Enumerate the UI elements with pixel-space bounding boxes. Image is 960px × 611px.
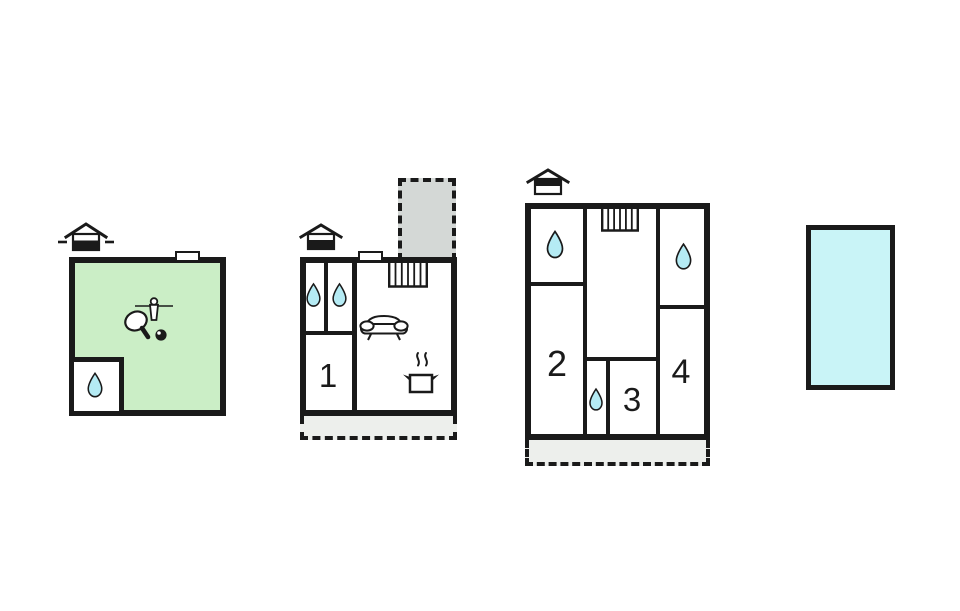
water-drop-icon (332, 282, 347, 307)
cooking-pot-icon (403, 352, 439, 394)
water-drop-icon (589, 387, 603, 411)
annex-bathroom (69, 357, 124, 416)
stairs-icon (601, 209, 639, 232)
wall (324, 263, 328, 334)
water-drop-icon (546, 230, 564, 259)
balcony (525, 440, 710, 466)
foosball-player-icon (135, 297, 173, 321)
first-floor-level-house-icon (526, 168, 570, 196)
room-4-label: 4 (671, 353, 691, 391)
wall (306, 331, 352, 335)
swimming-pool (806, 225, 895, 390)
annex-level-house-icon (58, 222, 114, 252)
room-2-label: 2 (546, 343, 568, 384)
wall (587, 357, 656, 361)
wall (656, 209, 660, 434)
stairs-icon (388, 263, 428, 288)
room-3-label: 3 (622, 381, 642, 418)
wall (531, 282, 583, 286)
water-drop-icon (306, 282, 321, 307)
wall (606, 361, 610, 434)
ground-floor-entrance (358, 251, 383, 262)
water-drop-icon (675, 242, 692, 270)
ground-floor-level-house-icon (299, 223, 343, 251)
billiard-eight-ball-icon (155, 329, 167, 341)
room-1-label: 1 (318, 357, 338, 394)
terrace-ground (300, 416, 457, 440)
wall (583, 209, 587, 434)
water-drop-icon (87, 371, 103, 398)
terrace-upper (398, 178, 456, 261)
sofa-icon (359, 314, 409, 341)
wall (352, 263, 357, 410)
wall (660, 305, 704, 309)
annex-window (175, 251, 200, 262)
game-room-icons (124, 297, 173, 341)
table-tennis-paddle-icon (124, 310, 151, 340)
